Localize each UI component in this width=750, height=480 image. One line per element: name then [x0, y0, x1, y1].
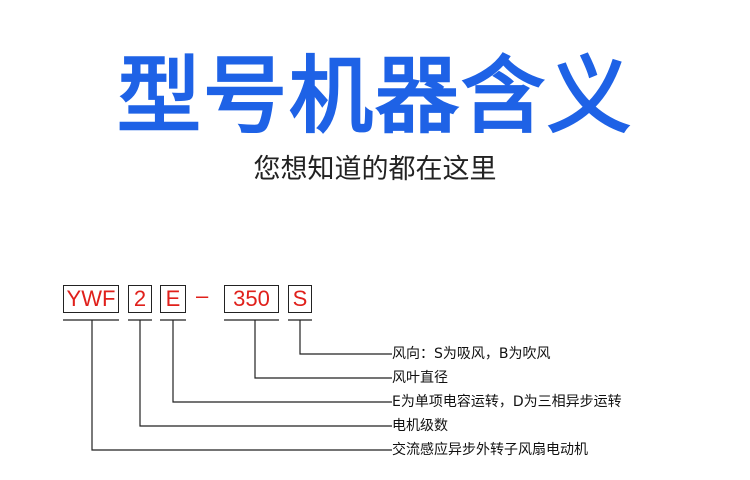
leader-airflow: [299, 320, 392, 355]
code-box-motor-type: E: [160, 285, 186, 313]
leader-motor-type: [172, 320, 392, 403]
leader-poles: [139, 320, 392, 427]
desc-poles: 电机级数: [392, 418, 448, 434]
desc-series: 交流感应异步外转子风扇电动机: [392, 442, 588, 458]
desc-diameter: 风叶直径: [392, 370, 448, 386]
code-box-poles: 2: [128, 285, 152, 313]
leader-series: [91, 320, 392, 451]
leader-diameter: [254, 320, 392, 379]
desc-motor-type: E为单项电容运转，D为三相异步运转: [392, 394, 622, 410]
code-separator: –: [196, 283, 209, 308]
desc-airflow: 风向：S为吸风，B为吹风: [392, 346, 551, 362]
page-subtitle: 您想知道的都在这里: [253, 154, 497, 185]
page-title: 型号机器含义: [116, 47, 633, 145]
code-box-diameter: 350: [224, 285, 279, 313]
code-box-series: YWF: [63, 285, 119, 313]
code-box-airflow: S: [288, 285, 312, 313]
